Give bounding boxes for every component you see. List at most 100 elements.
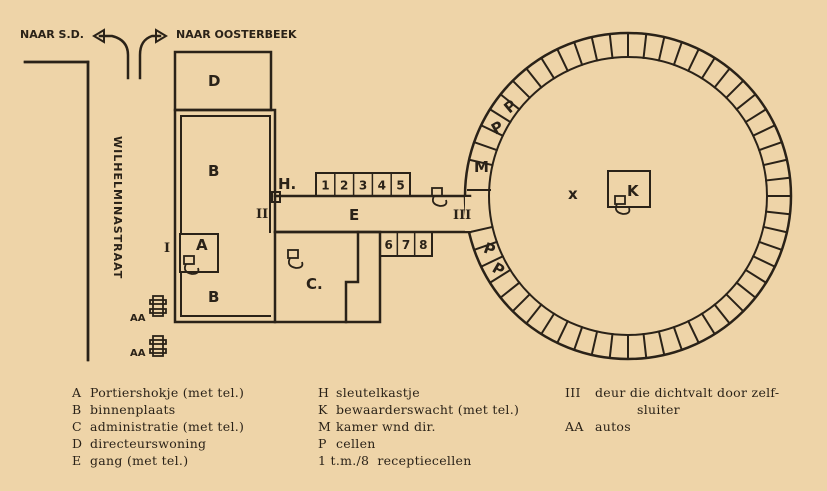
legend-key: E [72,453,82,468]
legend-row: A Portiershokje (met tel.) [72,384,244,401]
legend-row: III deur die dichtvalt door zelf- [565,384,779,401]
room-b-lower: B [208,288,219,306]
ring-cell-divider [511,79,532,100]
legend-text: bewaarderswacht (met tel.) [336,402,520,417]
legend-key: K [318,402,328,417]
ring-cell-divider [524,67,543,89]
ring-cell-divider [657,330,666,357]
door-ii: II [256,207,268,222]
reception-cell-number: 1 [321,179,329,193]
ring-cell-divider [700,312,717,336]
reception-cell-number: 7 [402,238,410,252]
arrow-left-head [92,28,105,44]
ring-cell-divider [524,303,543,325]
legend-text: Portiershokje (met tel.) [90,385,245,400]
legend-text: binnenplaats [90,402,176,417]
legend-col-3: III deur die dichtvalt door zelf- sluiter… [565,384,779,435]
ring-cell-divider [724,292,745,313]
ring-cell-divider [572,40,584,67]
car-label: AA [130,313,146,324]
ring-cell-divider [713,303,732,325]
ring-cell-dividers [467,32,792,360]
reception-cell-number: 3 [359,179,367,193]
legend-key: D [72,436,83,451]
street-name: WILHELMINASTRAAT [111,136,124,279]
ring-cell-divider [479,123,505,138]
guard-box [607,170,651,208]
ring-cell-divider [467,158,494,167]
legend-text: cellen [336,436,376,451]
ring-cell-divider [765,176,792,182]
room-h: H. [278,175,296,193]
legend-key: A [72,385,82,400]
ring-cell-divider [555,319,570,345]
ring-cell-divider [472,140,499,152]
room-p2: P [500,96,520,117]
legend-text: receptiecellen [377,453,472,468]
reception-cell-number: 5 [396,179,404,193]
room-e: E [349,206,359,224]
legend-key: C [72,419,82,434]
ring-cell-divider [572,325,584,352]
ring-cell-divider [488,107,512,124]
ring-cell-divider [590,35,599,62]
legend-text: deur die dichtvalt door zelf- [595,385,780,400]
legend-key: 1 t.m./8 [318,453,370,468]
legend-text: sleutelkastje [336,385,420,400]
street-line-left [23,60,90,362]
legend-key: III [565,385,581,400]
arrow-left-path [98,34,130,80]
legend-text: kamer wnd dir. [336,419,436,434]
ring-cell-divider [713,67,732,89]
room-b-upper: B [208,162,219,180]
legend-text: directeurswoning [90,436,207,451]
door-i: I [164,241,170,256]
ring-cell-divider [765,210,792,216]
legend-text: administratie (met tel.) [90,419,245,434]
legend-text: sluiter [637,402,680,417]
ring-cell-divider [539,312,556,336]
direction-sd: NAAR S.D. [20,28,84,41]
reception-cell-number: 6 [384,238,392,252]
room-m: M [474,158,489,176]
telephone-icon [614,195,631,215]
cells-bottom-box [379,231,433,257]
ring-cell-divider [751,254,777,269]
ring-cell-divider [672,325,684,352]
ring-cell-divider [499,281,521,300]
street-line-right [90,72,100,360]
legend-text: autos [595,419,631,434]
telephone-icon [431,187,448,207]
ring-cell-divider [735,92,757,111]
block-b [173,108,277,324]
arrow-right-path [138,34,162,80]
ring-cell-divider [539,56,556,80]
reception-cell-number: 2 [340,179,348,193]
legend-row: 1 t.m./8 receptiecellen [318,452,519,469]
ring-cell-divider [657,35,666,62]
ring-cell-divider [757,140,784,152]
telephone-icon [183,255,200,275]
ring-cell-divider [744,107,768,124]
legend-key: B [72,402,82,417]
ring-cell-divider [642,333,648,360]
legend-text: gang (met tel.) [90,453,189,468]
room-p3: P [481,239,497,260]
ring-cell-divider [467,225,494,234]
telephone-icon [287,249,304,269]
ring-cell-divider [751,123,777,138]
ring-cell-divider [555,47,570,73]
legend-key: M [318,419,332,434]
car-icon [149,335,167,357]
